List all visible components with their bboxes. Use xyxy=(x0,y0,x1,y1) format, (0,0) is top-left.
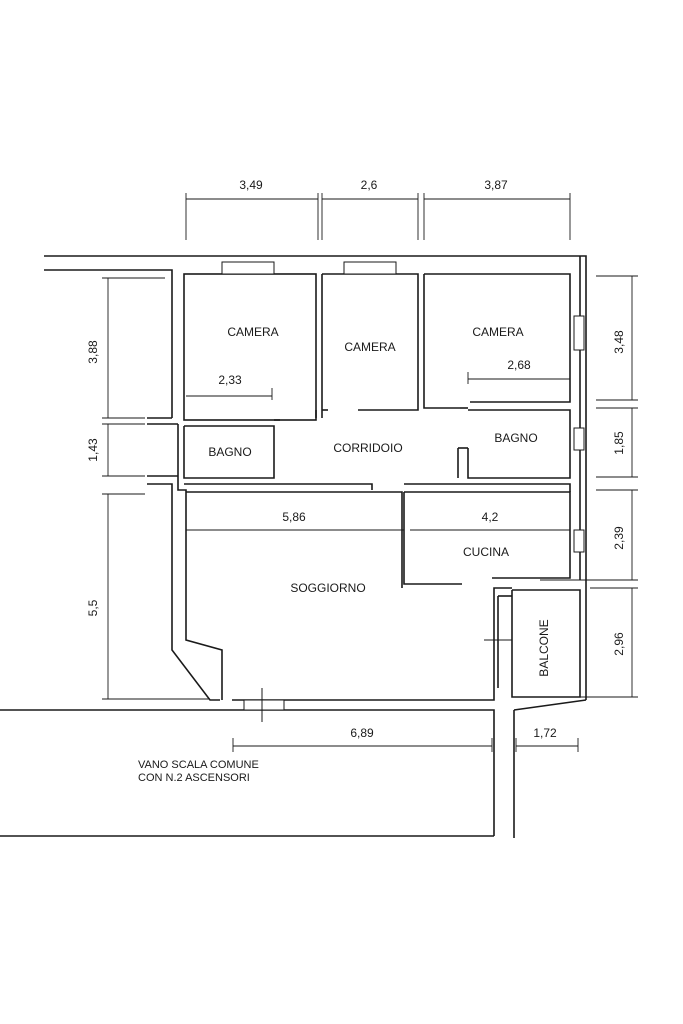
dimension-lines-right xyxy=(540,275,638,698)
window-camera-3 xyxy=(573,315,585,351)
dimension-top-1: 3,49 xyxy=(239,178,263,192)
door-stubs xyxy=(274,407,468,478)
walls xyxy=(0,255,587,838)
dimension-top-3: 3,87 xyxy=(484,178,508,192)
room-label-bagno-1: BAGNO xyxy=(208,445,251,459)
room-label-camera-3: CAMERA xyxy=(472,325,523,339)
room-label-balcone: BALCONE xyxy=(537,619,551,676)
dimension-right-1: 3,48 xyxy=(612,330,626,354)
dimension-camera-3-width: 2,68 xyxy=(507,358,531,372)
dimension-top-2: 2,6 xyxy=(361,178,378,192)
dimension-bottom-2: 1,72 xyxy=(533,726,557,740)
dimension-right-3: 2,39 xyxy=(612,526,626,550)
room-label-camera-2: CAMERA xyxy=(344,340,395,354)
window-camera-2 xyxy=(343,261,397,275)
room-label-corridoio: CORRIDOIO xyxy=(333,441,402,455)
stair-note-line-2: CON N.2 ASCENSORI xyxy=(138,772,250,784)
dimension-lines-top xyxy=(185,193,571,240)
room-label-soggiorno: SOGGIORNO xyxy=(290,581,365,595)
dimension-lines-bottom xyxy=(232,738,579,752)
window-cucina xyxy=(573,529,585,553)
dimension-camera-1-width: 2,33 xyxy=(218,373,242,387)
room-label-camera-1: CAMERA xyxy=(227,325,278,339)
dimension-left-2: 1,43 xyxy=(86,438,100,462)
windows xyxy=(221,261,585,722)
room-label-cucina: CUCINA xyxy=(463,545,509,559)
dimension-right-4: 2,96 xyxy=(612,632,626,656)
room-label-bagno-2: BAGNO xyxy=(494,431,537,445)
dimension-soggiorno-width: 5,86 xyxy=(282,510,306,524)
dimension-cucina-width: 4,2 xyxy=(482,510,499,524)
dimension-left-3: 5,5 xyxy=(86,599,100,616)
dimension-left-1: 3,88 xyxy=(86,340,100,364)
entrance-door xyxy=(243,699,285,711)
window-camera-1 xyxy=(221,261,275,275)
dimension-bottom-1: 6,89 xyxy=(350,726,374,740)
dimension-lines-left xyxy=(102,277,210,700)
dimension-right-2: 1,85 xyxy=(612,431,626,455)
dimension-lines-interior xyxy=(186,372,570,531)
stair-note-line-1: VANO SCALA COMUNE xyxy=(138,759,259,771)
window-bagno xyxy=(573,427,585,451)
